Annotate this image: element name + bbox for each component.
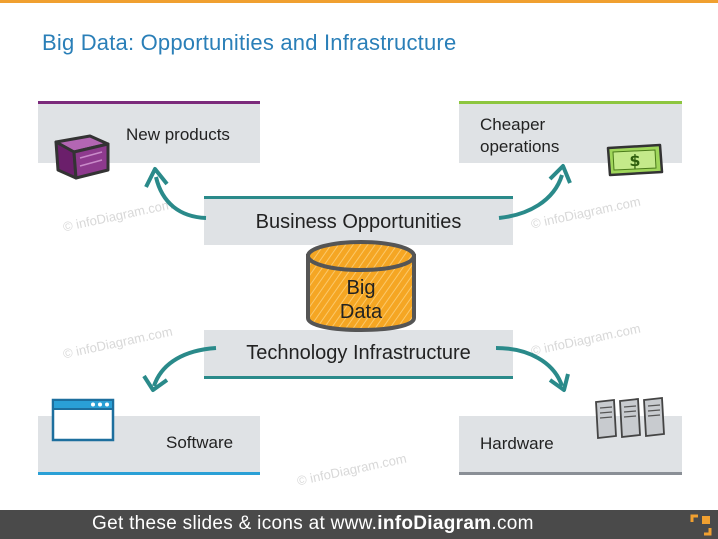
footer-bar: Get these slides & icons at www.infoDiag… [0,510,718,539]
new-products-label: New products [126,125,230,144]
dollar-bill-icon: $ [606,143,664,177]
cube-icon [54,134,110,180]
page-title: Big Data: Opportunities and Infrastructu… [42,30,457,55]
footer-suffix: .com [491,513,534,534]
database-icon [306,240,416,332]
footer-text: Get these slides & icons at www.infoDiag… [92,513,534,535]
big-data-line2: Data [339,301,383,323]
arrow-to-hardware [495,346,570,392]
big-data-line1: Big [346,277,376,299]
arrow-to-software [142,346,217,392]
business-opportunities-band: Business Opportunities [204,196,513,245]
software-label: Software [166,433,234,452]
cheaper-line1: Cheaper [480,115,546,134]
arrow-to-cheaper-operations [498,164,572,220]
cheaper-operations-label: Cheaper operations [480,114,559,158]
servers-icon [595,397,665,439]
top-accent-bar [0,0,718,3]
watermark: © infoDiagram.com [295,450,408,489]
cheaper-line2: operations [480,137,560,156]
footer-brand: infoDiagram [377,513,492,534]
technology-infrastructure-band: Technology Infrastructure [204,330,513,379]
logo-corner-icon [690,514,712,536]
svg-text:$: $ [629,151,640,170]
big-data-label: Big Data [306,276,416,324]
browser-window-icon [51,398,115,442]
footer-prefix: Get these slides & icons at www. [92,513,378,534]
arrow-to-new-products [144,167,207,220]
hardware-label: Hardware [480,434,554,453]
